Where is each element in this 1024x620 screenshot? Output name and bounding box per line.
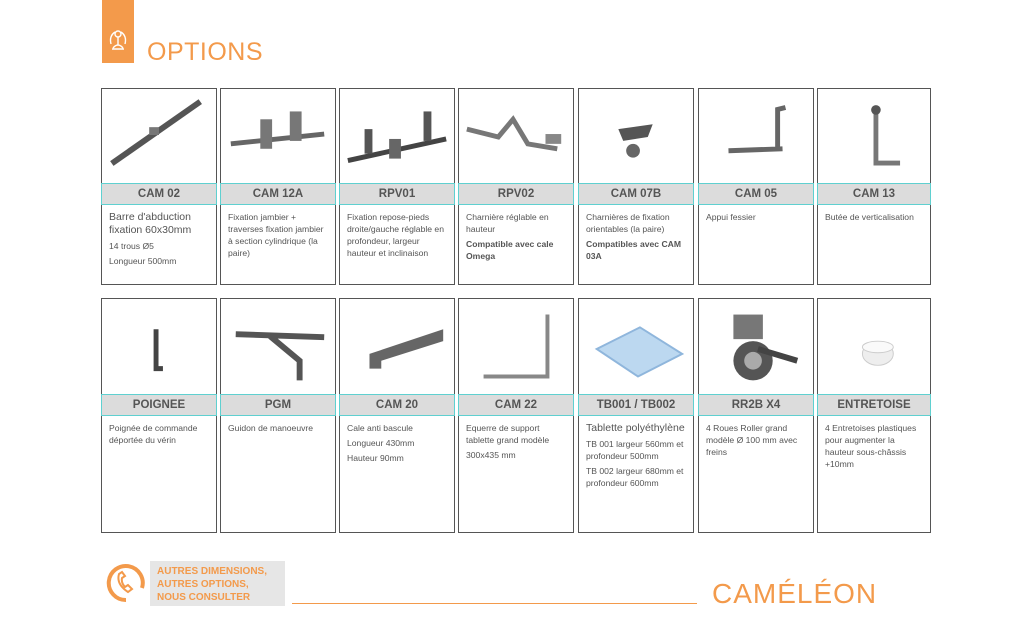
option-card: PGM Guidon de manoeuvre <box>220 298 336 533</box>
contact-banner <box>150 561 285 606</box>
product-description: Guidon de manoeuvre <box>228 422 330 437</box>
product-image <box>340 299 454 394</box>
option-card: ENTRETOISE 4 Entretoises plastiques pour … <box>817 298 931 533</box>
product-code: RPV01 <box>339 183 455 205</box>
product-code: RPV02 <box>458 183 574 205</box>
product-code: ENTRETOISE <box>817 394 931 416</box>
product-description: Charnières de fixation orientables (la p… <box>586 211 688 265</box>
description-line: Poignée de commande déportée du vérin <box>109 423 198 445</box>
description-line: Appui fessier <box>706 212 756 222</box>
product-code: CAM 02 <box>101 183 217 205</box>
description-line: Cale anti bascule <box>347 423 413 433</box>
product-code: CAM 12A <box>220 183 336 205</box>
description-line: Longueur 500mm <box>109 256 177 266</box>
option-card: POIGNEE Poignée de commande déportée du v… <box>101 298 217 533</box>
product-image <box>221 299 335 394</box>
description-line: Guidon de manoeuvre <box>228 423 314 433</box>
product-code: CAM 22 <box>458 394 574 416</box>
product-image <box>579 89 693 183</box>
product-code: RR2B X4 <box>698 394 814 416</box>
description-line: Compatible avec cale Omega <box>466 239 554 261</box>
product-description: Fixation jambier + traverses fixation ja… <box>228 211 330 262</box>
description-line: 4 Entretoises plastiques pour augmenter … <box>825 423 917 469</box>
description-line: Butée de verticalisation <box>825 212 914 222</box>
product-description: 4 Entretoises plastiques pour augmenter … <box>825 422 925 473</box>
product-image <box>579 299 693 394</box>
product-code: CAM 07B <box>578 183 694 205</box>
product-description: Tablette polyéthylène TB 001 largeur 560m… <box>586 422 688 492</box>
option-card: CAM 13 Butée de verticalisation <box>817 88 931 285</box>
product-image <box>221 89 335 183</box>
product-description: Poignée de commande déportée du vérin <box>109 422 211 449</box>
footer-divider <box>292 603 697 604</box>
contact-line: NOUS CONSULTER <box>157 592 251 603</box>
product-image <box>102 299 216 394</box>
description-line: Fixation jambier + traverses fixation ja… <box>228 212 324 258</box>
contact-text: AUTRES DIMENSIONS, AUTRES OPTIONS, NOUS … <box>157 565 267 604</box>
description-line: Charnière réglable en hauteur <box>466 212 549 234</box>
product-code: POIGNEE <box>101 394 217 416</box>
option-card: CAM 12A Fixation jambier + traverses fixa… <box>220 88 336 285</box>
description-line: Charnières de fixation orientables (la p… <box>586 212 670 234</box>
description-line: Hauteur 90mm <box>347 453 404 463</box>
description-line: Equerre de support tablette grand modèle <box>466 423 550 445</box>
product-code: PGM <box>220 394 336 416</box>
phone-icon <box>106 562 146 609</box>
description-line: Longueur 430mm <box>347 438 415 448</box>
option-card: CAM 02 Barre d'abduction fixation 60x30mm… <box>101 88 217 285</box>
description-line: Compatibles avec CAM 03A <box>586 239 682 261</box>
product-image <box>699 299 813 394</box>
description-line: Fixation repose-pieds droite/gauche régl… <box>347 212 444 258</box>
product-description: Appui fessier <box>706 211 808 226</box>
chameleon-logo-icon <box>109 30 127 50</box>
product-description: 4 Roues Roller grand modèle Ø 100 mm ave… <box>706 422 808 461</box>
option-card: CAM 22 Equerre de support tablette grand … <box>458 298 574 533</box>
page-title: OPTIONS <box>147 38 264 66</box>
brand-name: CAMÉLÉON <box>712 578 878 609</box>
option-card: RR2B X4 4 Roues Roller grand modèle Ø 100… <box>698 298 814 533</box>
description-line: TB 001 largeur 560mm et profondeur 500mm <box>586 439 684 461</box>
contact-line: AUTRES DIMENSIONS, <box>157 566 268 577</box>
product-image <box>818 89 930 183</box>
product-image <box>699 89 813 183</box>
description-line: TB 002 largeur 680mm et profondeur 600mm <box>586 466 684 488</box>
product-code: CAM 13 <box>817 183 931 205</box>
option-card: CAM 07B Charnières de fixation orientable… <box>578 88 694 285</box>
description-line: Tablette polyéthylène <box>586 422 685 434</box>
product-code: CAM 20 <box>339 394 455 416</box>
product-description: Barre d'abduction fixation 60x30mm 14 tro… <box>109 211 211 270</box>
contact-line: AUTRES OPTIONS, <box>157 579 249 590</box>
product-code: CAM 05 <box>698 183 814 205</box>
product-description: Fixation repose-pieds droite/gauche régl… <box>347 211 449 262</box>
option-card: CAM 05 Appui fessier <box>698 88 814 285</box>
description-line: 14 trous Ø5 <box>109 241 154 251</box>
product-description: Butée de verticalisation <box>825 211 925 226</box>
product-code: TB001 / TB002 <box>578 394 694 416</box>
product-image <box>340 89 454 183</box>
brand-logo-block <box>102 0 134 63</box>
product-image <box>459 299 573 394</box>
description-line: 4 Roues Roller grand modèle Ø 100 mm ave… <box>706 423 798 457</box>
description-line: 300x435 mm <box>466 450 516 460</box>
product-image <box>818 299 930 394</box>
description-line: Barre d'abduction fixation 60x30mm <box>109 211 192 236</box>
product-description: Equerre de support tablette grand modèle… <box>466 422 568 464</box>
product-image <box>102 89 216 183</box>
product-image <box>459 89 573 183</box>
